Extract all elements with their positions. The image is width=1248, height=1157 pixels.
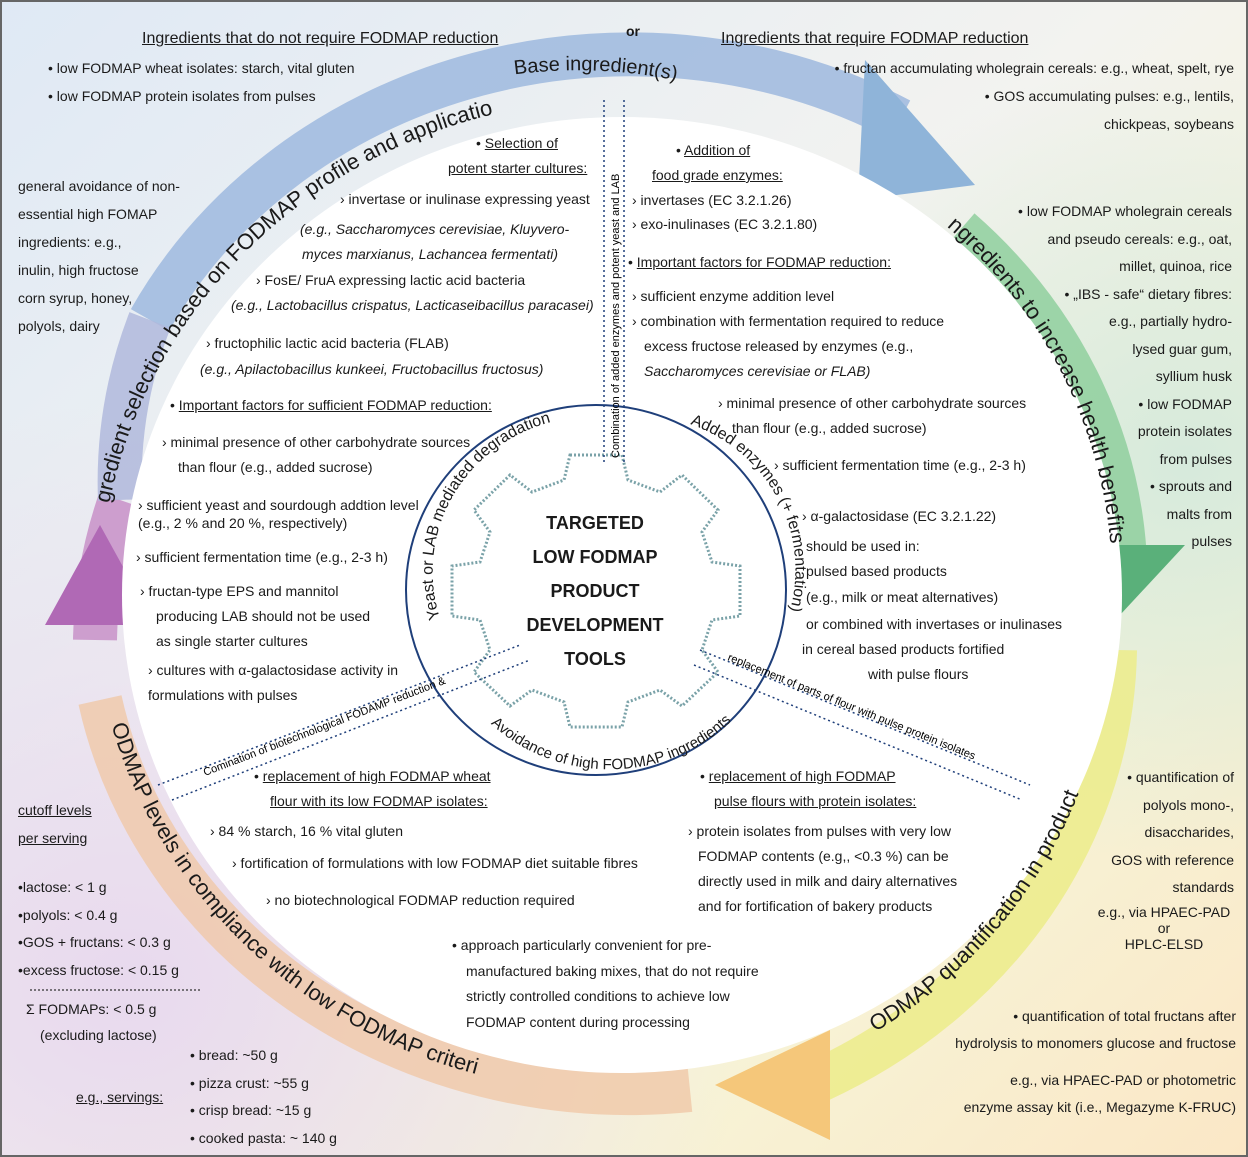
enzyme-factor: › sufficient fermentation time (e.g., 2-… xyxy=(774,457,1026,473)
yeast-item: › invertase or inulinase expressing yeas… xyxy=(340,191,590,207)
header-or: or xyxy=(626,23,640,39)
yeast-factor: formulations with pulses xyxy=(148,687,298,703)
galacto-line: pulsed based products xyxy=(806,563,947,579)
gear-shape xyxy=(450,453,742,729)
wheat-item: › 84 % starch, 16 % vital gluten xyxy=(210,823,403,839)
list-item: • fructan accumulating wholegrain cereal… xyxy=(834,60,1234,76)
yeast-factor: (e.g., 2 % and 20 %, respectively) xyxy=(138,515,348,531)
arc-bottom-left-arrow xyxy=(78,695,693,1116)
arc-right-arrow xyxy=(945,213,1147,562)
pulse-heading-1: • replacement of high FODMAP xyxy=(700,768,896,784)
enzyme-factors-heading: • Important factors for FODMAP reduction… xyxy=(628,254,891,270)
galacto-line: (e.g., milk or meat alternatives) xyxy=(806,589,999,605)
arrow-head-top xyxy=(858,60,975,200)
wheat-heading-1: • replacement of high FODMAP wheat xyxy=(254,768,491,784)
yeast-factor: › cultures with α-galactosidase activity… xyxy=(148,662,399,678)
yeast-factor: › minimal presence of other carbohydrate… xyxy=(162,434,471,450)
wheat-item: › no biotechnological FODMAP reduction r… xyxy=(266,892,575,908)
enzyme-heading-1: • Addition of xyxy=(676,142,751,158)
cutoff-heading-2: per serving xyxy=(18,830,88,846)
cutoff-sum: Σ FODMAPs: < 0.5 g xyxy=(26,1001,157,1017)
yeast-item: (e.g., Saccharomyces cerevisiae, Kluyver… xyxy=(300,221,570,237)
yeast-factor: › fructan-type EPS and mannitol xyxy=(140,583,339,599)
galacto-line: in cereal based products fortified xyxy=(802,641,1005,657)
gear-title: TARGETED LOW FODMAP PRODUCT DEVELOPMENT … xyxy=(526,513,664,669)
galacto-line: or combined with invertases or inulinase… xyxy=(806,616,1063,632)
wheat-item: › fortification of formulations with low… xyxy=(232,855,638,871)
yeast-item: (e.g., Apilactobacillus kunkeei, Fructob… xyxy=(200,361,544,377)
servings-label: e.g., servings: xyxy=(76,1089,164,1105)
enzyme-factor: than flour (e.g., added sucrose) xyxy=(732,420,927,436)
list-item: • low FODMAP wheat isolates: starch, vit… xyxy=(48,60,355,76)
yeast-factor: than flour (e.g., added sucrose) xyxy=(178,459,373,475)
yeast-item: (e.g., Lactobacillus crispatus, Lacticas… xyxy=(231,297,594,313)
pulse-heading-2: pulse flours with protein isolates: xyxy=(714,793,917,809)
enzyme-factor: › sufficient enzyme addition level xyxy=(632,288,835,304)
enzyme-heading-2: food grade enzymes: xyxy=(652,167,783,183)
pulse-item: FODMAP contents (e.g,, <0.3 %) can be xyxy=(698,848,949,864)
yeast-item: myces marxianus, Lachancea fermentati) xyxy=(302,246,558,262)
left-margin-text: general avoidance of non- essential high… xyxy=(18,178,180,334)
enzyme-factor: › combination with fermentation required… xyxy=(632,313,945,329)
enzyme-item: › invertases (EC 3.2.1.26) xyxy=(632,192,792,208)
header-left-title: Ingredients that do not require FODMAP r… xyxy=(142,30,499,47)
header-right-title: Ingredients that require FODMAP reductio… xyxy=(721,30,1029,47)
quant-right: • quantification of polyols mono-, disac… xyxy=(1111,769,1234,895)
quant-bottom: • quantification of total fructans after… xyxy=(955,1008,1236,1115)
enzyme-item: › exo-inulinases (EC 3.2.1.80) xyxy=(632,216,818,232)
enzyme-factor: › minimal presence of other carbohydrate… xyxy=(718,395,1027,411)
pulse-item: › protein isolates from pulses with very… xyxy=(688,823,951,839)
cutoff-sum-note: (excluding lactose) xyxy=(40,1027,157,1043)
pulse-item: and for fortification of bakery products xyxy=(698,898,933,914)
yeast-item: › fructophilic lactic acid bacteria (FLA… xyxy=(206,335,449,351)
yeast-item: › FosE/ FruA expressing lactic acid bact… xyxy=(256,272,526,288)
yeast-heading-2: potent starter cultures: xyxy=(448,160,588,176)
arc-bottom-right-arrow xyxy=(810,649,1137,1100)
galacto-line: with pulse flours xyxy=(868,666,969,682)
galacto-line: › α-galactosidase (EC 3.2.1.22) xyxy=(802,508,997,524)
galacto-line: should be used in: xyxy=(806,538,920,554)
right-margin-text: • low FODMAP wholegrain cereals and pseu… xyxy=(1018,203,1232,549)
cutoff-list: •lactose: < 1 g •polyols: < 0.4 g •GOS +… xyxy=(18,879,179,978)
yeast-factor: › sufficient fermentation time (e.g., 2-… xyxy=(136,549,388,565)
arc-top-arrow xyxy=(130,32,911,331)
quant-right-method: e.g., via HPAEC-PAD or HPLC-ELSD xyxy=(1097,904,1231,952)
pulse-item: directly used in milk and dairy alternat… xyxy=(698,873,958,889)
yeast-heading-1: • Selection of xyxy=(476,135,558,151)
yeast-factor: as single starter cultures xyxy=(156,633,308,649)
enzyme-factor: excess fructose released by enzymes (e.g… xyxy=(644,338,914,354)
servings-list: • bread: ~50 g • pizza crust: ~55 g • cr… xyxy=(190,1047,337,1146)
approach-note: • approach particularly convenient for p… xyxy=(452,937,759,1030)
list-item: • GOS accumulating pulses: e.g., lentils… xyxy=(984,88,1234,104)
yeast-factor: producing LAB should not be used xyxy=(156,608,371,624)
enzyme-factor: Saccharomyces cerevisiae or FLAB) xyxy=(644,363,871,379)
divider-vertical-label: Combination of added enzymes and potent … xyxy=(610,174,622,458)
top-left-list: • low FODMAP wheat isolates: starch, vit… xyxy=(48,54,355,110)
list-item: • low FODMAP protein isolates from pulse… xyxy=(48,88,316,104)
yeast-factor: › sufficient yeast and sourdough addtion… xyxy=(138,497,419,513)
yeast-factors-heading: • Important factors for sufficient FODMA… xyxy=(170,397,492,413)
wheat-heading-2: flour with its low FODMAP isolates: xyxy=(270,793,488,809)
top-right-list: • fructan accumulating wholegrain cereal… xyxy=(835,54,1234,138)
cutoff-heading-1: cutoff levels xyxy=(18,802,92,818)
list-item: chickpeas, soybeans xyxy=(1104,116,1234,132)
arrow-head-bottom xyxy=(715,1030,830,1140)
